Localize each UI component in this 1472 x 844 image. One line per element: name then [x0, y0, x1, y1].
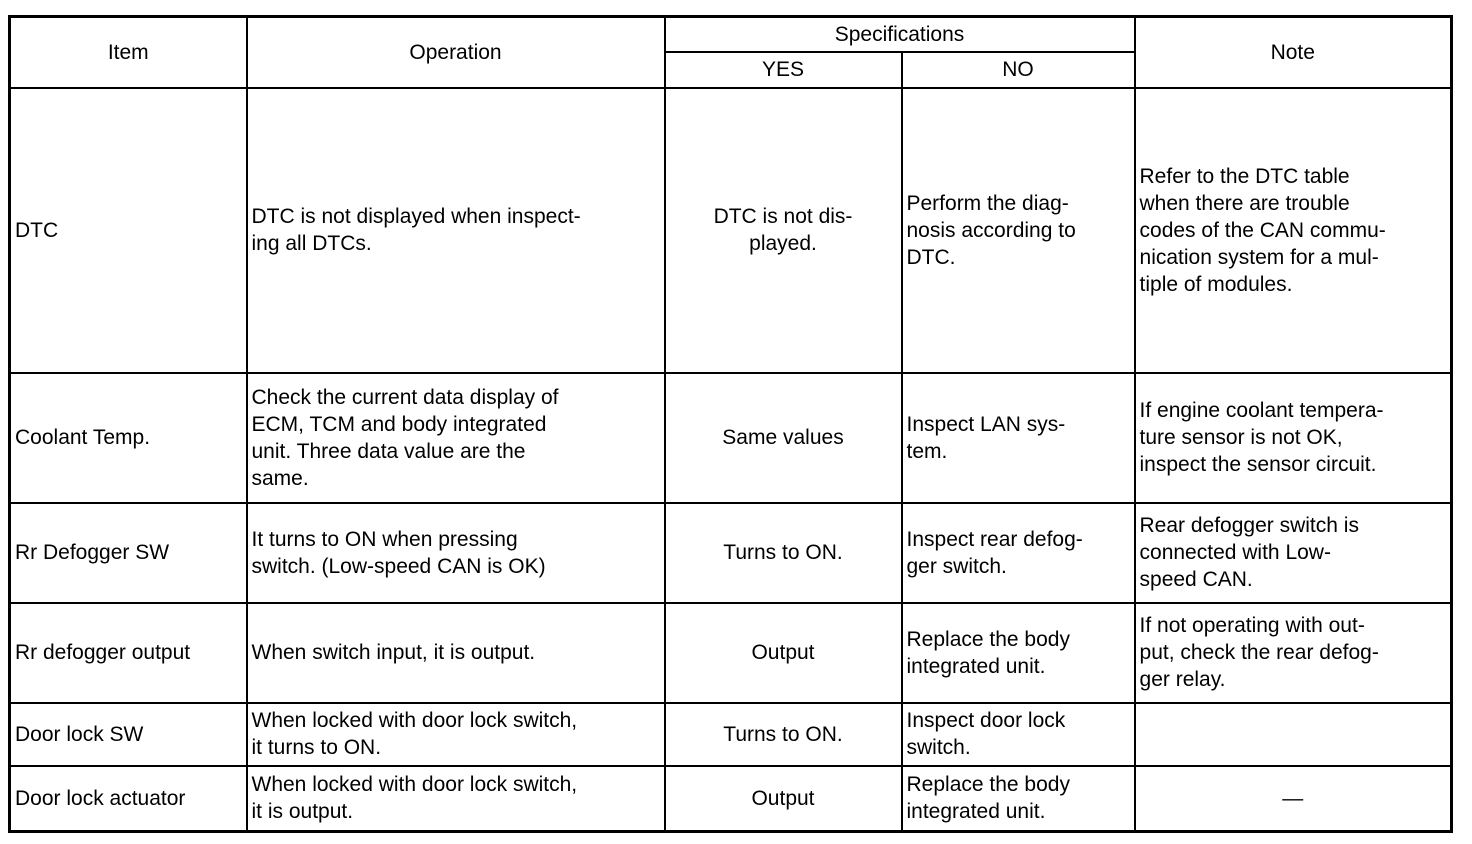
- cell-note: [1133, 701, 1453, 767]
- cell-spec-yes: Turns to ON.: [663, 501, 903, 604]
- table-row-rr-defogger-output: Rr defogger output When switch input, it…: [8, 601, 1453, 704]
- header-no: NO: [900, 50, 1136, 89]
- header-item: Item: [8, 15, 248, 89]
- cell-note: If engine coolant tempera- ture sensor i…: [1133, 371, 1453, 504]
- cell-note: —: [1133, 764, 1453, 833]
- cell-spec-yes: Turns to ON.: [663, 701, 903, 767]
- cell-spec-yes: DTC is not dis- played.: [663, 86, 903, 374]
- cell-spec-yes: Output: [663, 601, 903, 704]
- cell-item: Rr Defogger SW: [8, 501, 248, 604]
- cell-operation: It turns to ON when pressing switch. (Lo…: [245, 501, 666, 604]
- cell-note: Refer to the DTC table when there are tr…: [1133, 86, 1453, 374]
- cell-spec-no: Inspect LAN sys- tem.: [900, 371, 1136, 504]
- cell-item: DTC: [8, 86, 248, 374]
- cell-spec-yes: Output: [663, 764, 903, 833]
- cell-spec-no: Replace the body integrated unit.: [900, 764, 1136, 833]
- table-row-door-lock-sw: Door lock SW When locked with door lock …: [8, 701, 1453, 767]
- table-row-dtc: DTC DTC is not displayed when inspect- i…: [8, 86, 1453, 374]
- table-row-rr-defogger-sw: Rr Defogger SW It turns to ON when press…: [8, 501, 1453, 604]
- cell-item: Door lock SW: [8, 701, 248, 767]
- header-note: Note: [1133, 15, 1453, 89]
- cell-item: Door lock actuator: [8, 764, 248, 833]
- cell-note: Rear defogger switch is connected with L…: [1133, 501, 1453, 604]
- cell-spec-no: Inspect rear defog- ger switch.: [900, 501, 1136, 604]
- cell-operation: When locked with door lock switch, it tu…: [245, 701, 666, 767]
- specifications-table: Item Operation Specifications Note YES N…: [8, 15, 1454, 833]
- header-specifications: Specifications: [663, 15, 1136, 53]
- table-row-coolant-temp: Coolant Temp. Check the current data dis…: [8, 371, 1453, 504]
- cell-operation: When locked with door lock switch, it is…: [245, 764, 666, 833]
- table-row-door-lock-actuator: Door lock actuator When locked with door…: [8, 764, 1453, 833]
- cell-note: If not operating with out- put, check th…: [1133, 601, 1453, 704]
- cell-spec-no: Perform the diag- nosis according to DTC…: [900, 86, 1136, 374]
- cell-spec-no: Inspect door lock switch.: [900, 701, 1136, 767]
- cell-spec-yes: Same values: [663, 371, 903, 504]
- cell-operation: Check the current data display of ECM, T…: [245, 371, 666, 504]
- cell-item: Rr defogger output: [8, 601, 248, 704]
- cell-operation: When switch input, it is output.: [245, 601, 666, 704]
- cell-spec-no: Replace the body integrated unit.: [900, 601, 1136, 704]
- cell-operation: DTC is not displayed when inspect- ing a…: [245, 86, 666, 374]
- header-operation: Operation: [245, 15, 666, 89]
- cell-item: Coolant Temp.: [8, 371, 248, 504]
- header-yes: YES: [663, 50, 903, 89]
